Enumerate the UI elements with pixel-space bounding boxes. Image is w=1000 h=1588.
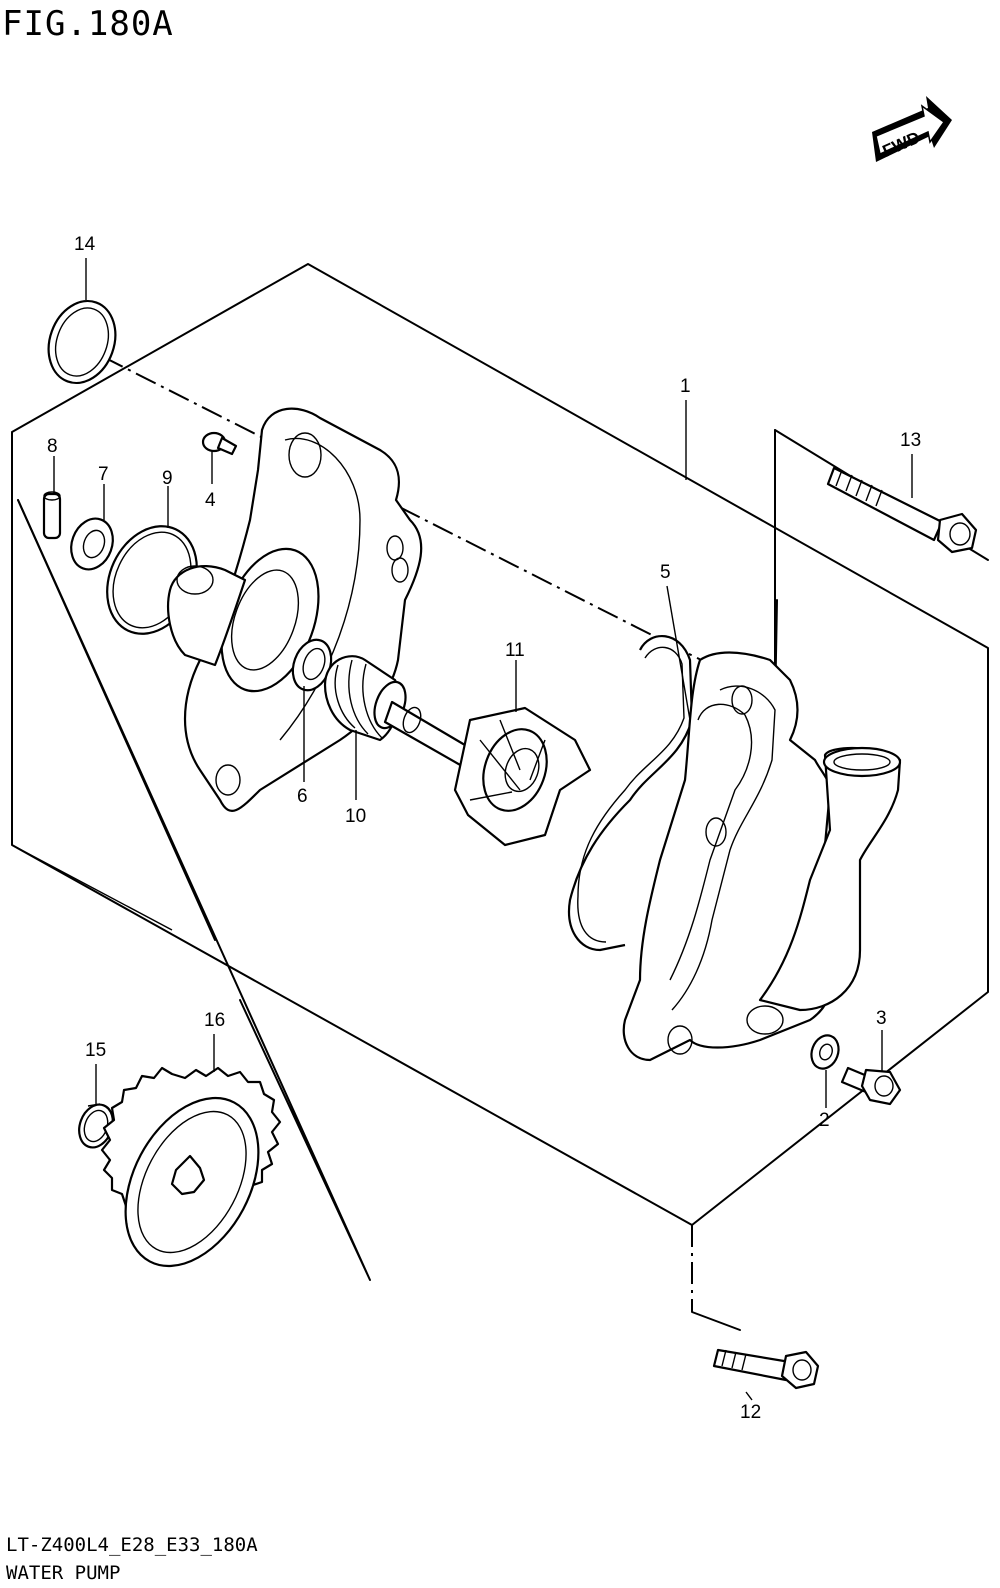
callout-7: 7: [98, 464, 109, 485]
callout-3: 3: [876, 1008, 887, 1029]
figure-name: WATER PUMP: [6, 1562, 121, 1584]
gear-16: [100, 1066, 282, 1268]
callout-13: 13: [900, 430, 921, 451]
bolt-12-leader: [691, 1311, 741, 1331]
impeller-11: [453, 706, 592, 847]
pump-shaft: [383, 700, 472, 768]
figure-title: FIG.180A: [2, 4, 174, 44]
callout-16: 16: [204, 1010, 225, 1031]
callout-5: 5: [660, 562, 671, 583]
callout-12: 12: [740, 1402, 761, 1423]
bolt-12: [712, 1348, 820, 1390]
assembly-outline: [11, 263, 989, 1226]
callout-14: 14: [74, 234, 96, 255]
gear-bracket-outline: [17, 499, 371, 1281]
bolt-13: [826, 466, 978, 554]
callout-9: 9: [162, 468, 173, 489]
pump-body-housing: [167, 407, 423, 812]
washer-2: [810, 1034, 840, 1070]
callout-10: 10: [345, 806, 366, 827]
leader-lines: [53, 258, 913, 1401]
bolt-3: [840, 1066, 902, 1106]
pump-cover: [622, 651, 902, 1062]
washer-7: [70, 517, 114, 571]
fwd-arrow-icon: FWD: [872, 96, 952, 162]
callout-4: 4: [205, 490, 216, 511]
callout-6: 6: [297, 786, 308, 807]
screw-4: [201, 431, 238, 456]
o-ring-14: [47, 299, 117, 385]
callout-15: 15: [85, 1040, 106, 1061]
callout-11: 11: [505, 640, 525, 661]
callout-2: 2: [819, 1110, 830, 1131]
pin-8: [42, 491, 62, 540]
center-axis: [69, 339, 781, 701]
callout-8: 8: [47, 436, 58, 457]
callout-1: 1: [680, 376, 691, 397]
model-code: LT-Z400L4_E28_E33_180A: [6, 1534, 258, 1556]
